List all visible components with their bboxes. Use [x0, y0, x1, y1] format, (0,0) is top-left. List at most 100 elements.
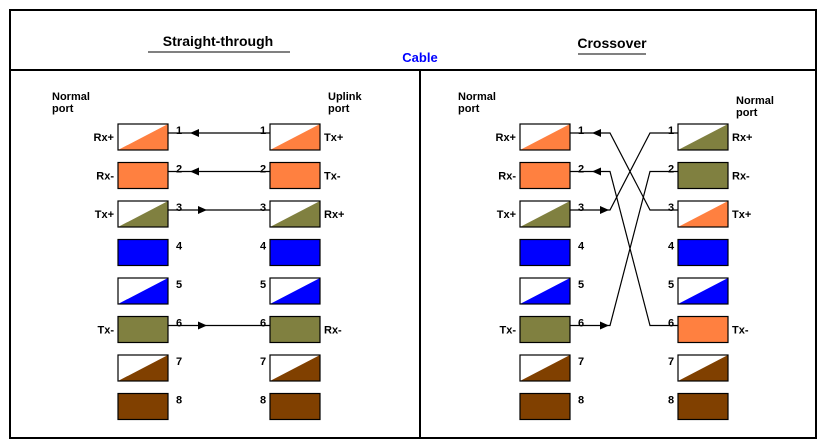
wire	[570, 170, 678, 327]
right-pin-7	[677, 354, 729, 382]
right-signal-label: Tx-	[324, 171, 341, 183]
left-pin-4	[117, 238, 169, 267]
left-pin-number: 1	[578, 125, 584, 137]
left-pin-7	[519, 354, 571, 382]
right-pin-number: 6	[668, 318, 674, 330]
right-pin-number: 1	[260, 125, 266, 137]
right-signal-label: Rx+	[324, 209, 345, 221]
right-port-label: Uplink	[328, 91, 362, 103]
left-pin-6	[117, 315, 169, 344]
left-signal-label: Rx-	[96, 171, 114, 183]
right-signal-label: Rx-	[732, 171, 750, 183]
right-port-label: Normal	[736, 95, 774, 107]
right-pin-1	[269, 123, 321, 151]
left-pin-3	[519, 200, 571, 228]
right-pin-6	[677, 315, 729, 344]
left-pin-number: 7	[578, 356, 584, 368]
left-pin-number: 8	[176, 395, 182, 407]
right-pin-5	[269, 277, 321, 305]
left-pin-number: 2	[578, 164, 584, 176]
arrow-right-icon	[198, 321, 207, 330]
straight-through-panel: NormalportUplinkport1234567812345678Rx+R…	[52, 91, 362, 421]
left-signal-label: Tx-	[98, 325, 115, 337]
right-pin-number: 7	[260, 356, 266, 368]
right-port-label: port	[736, 107, 758, 119]
left-port-label: Normal	[52, 91, 90, 103]
right-pin-number: 5	[668, 279, 674, 291]
left-pin-number: 2	[176, 164, 182, 176]
right-pin-number: 3	[260, 202, 266, 214]
right-pin-number: 4	[260, 241, 267, 253]
right-pin-number: 3	[668, 202, 674, 214]
right-signal-label: Tx+	[732, 209, 751, 221]
straight-through-title: Straight-through	[163, 33, 273, 49]
right-signal-label: Tx-	[732, 325, 749, 337]
left-pin-number: 7	[176, 356, 182, 368]
left-port-label: port	[458, 103, 480, 115]
arrow-right-icon	[600, 321, 609, 330]
left-pin-number: 6	[176, 318, 182, 330]
arrow-right-icon	[198, 206, 207, 214]
arrow-left-icon	[592, 129, 601, 137]
right-pin-number: 2	[668, 164, 674, 176]
right-pin-3	[677, 200, 729, 228]
left-signal-label: Tx-	[500, 325, 517, 337]
right-pin-number: 5	[260, 279, 266, 291]
crossover-title: Crossover	[577, 35, 647, 51]
arrow-right-icon	[600, 206, 609, 214]
right-pin-4	[269, 238, 321, 267]
arrow-left-icon	[190, 167, 199, 176]
left-pin-number: 4	[176, 241, 183, 253]
left-pin-2	[519, 161, 571, 190]
arrow-left-icon	[592, 167, 601, 176]
right-pin-8	[677, 392, 729, 421]
left-pin-6	[519, 315, 571, 344]
right-pin-7	[269, 354, 321, 382]
left-pin-number: 6	[578, 318, 584, 330]
crossover-panel: NormalportNormalport1234567812345678Rx+R…	[458, 91, 774, 421]
left-signal-label: Tx+	[95, 209, 114, 221]
left-pin-1	[519, 123, 571, 151]
right-signal-label: Tx+	[324, 132, 343, 144]
right-pin-4	[677, 238, 729, 267]
left-pin-5	[117, 277, 169, 305]
right-pin-2	[677, 161, 729, 190]
left-pin-number: 5	[578, 279, 584, 291]
left-signal-label: Rx+	[496, 132, 517, 144]
left-pin-7	[117, 354, 169, 382]
right-pin-number: 8	[668, 395, 674, 407]
right-pin-6	[269, 315, 321, 344]
left-pin-number: 8	[578, 395, 584, 407]
right-signal-label: Rx+	[732, 132, 753, 144]
left-pin-number: 1	[176, 125, 182, 137]
left-pin-2	[117, 161, 169, 190]
right-pin-number: 1	[668, 125, 674, 137]
left-pin-number: 3	[578, 202, 584, 214]
left-port-label: Normal	[458, 91, 496, 103]
left-pin-number: 4	[578, 241, 585, 253]
cable-title: Cable	[402, 50, 437, 65]
left-signal-label: Rx+	[94, 132, 115, 144]
right-pin-1	[677, 123, 729, 151]
left-pin-number: 3	[176, 202, 182, 214]
left-pin-number: 5	[176, 279, 182, 291]
right-pin-5	[677, 277, 729, 305]
right-signal-label: Rx-	[324, 325, 342, 337]
wire	[570, 132, 678, 211]
left-pin-8	[519, 392, 571, 421]
left-signal-label: Rx-	[498, 171, 516, 183]
left-pin-4	[519, 238, 571, 267]
left-pin-3	[117, 200, 169, 228]
arrow-left-icon	[190, 129, 199, 137]
right-port-label: port	[328, 103, 350, 115]
right-pin-number: 2	[260, 164, 266, 176]
right-pin-number: 8	[260, 395, 266, 407]
left-pin-8	[117, 392, 169, 421]
left-port-label: port	[52, 103, 74, 115]
right-pin-2	[269, 161, 321, 190]
right-pin-number: 6	[260, 318, 266, 330]
left-pin-1	[117, 123, 169, 151]
left-pin-5	[519, 277, 571, 305]
left-signal-label: Tx+	[497, 209, 516, 221]
